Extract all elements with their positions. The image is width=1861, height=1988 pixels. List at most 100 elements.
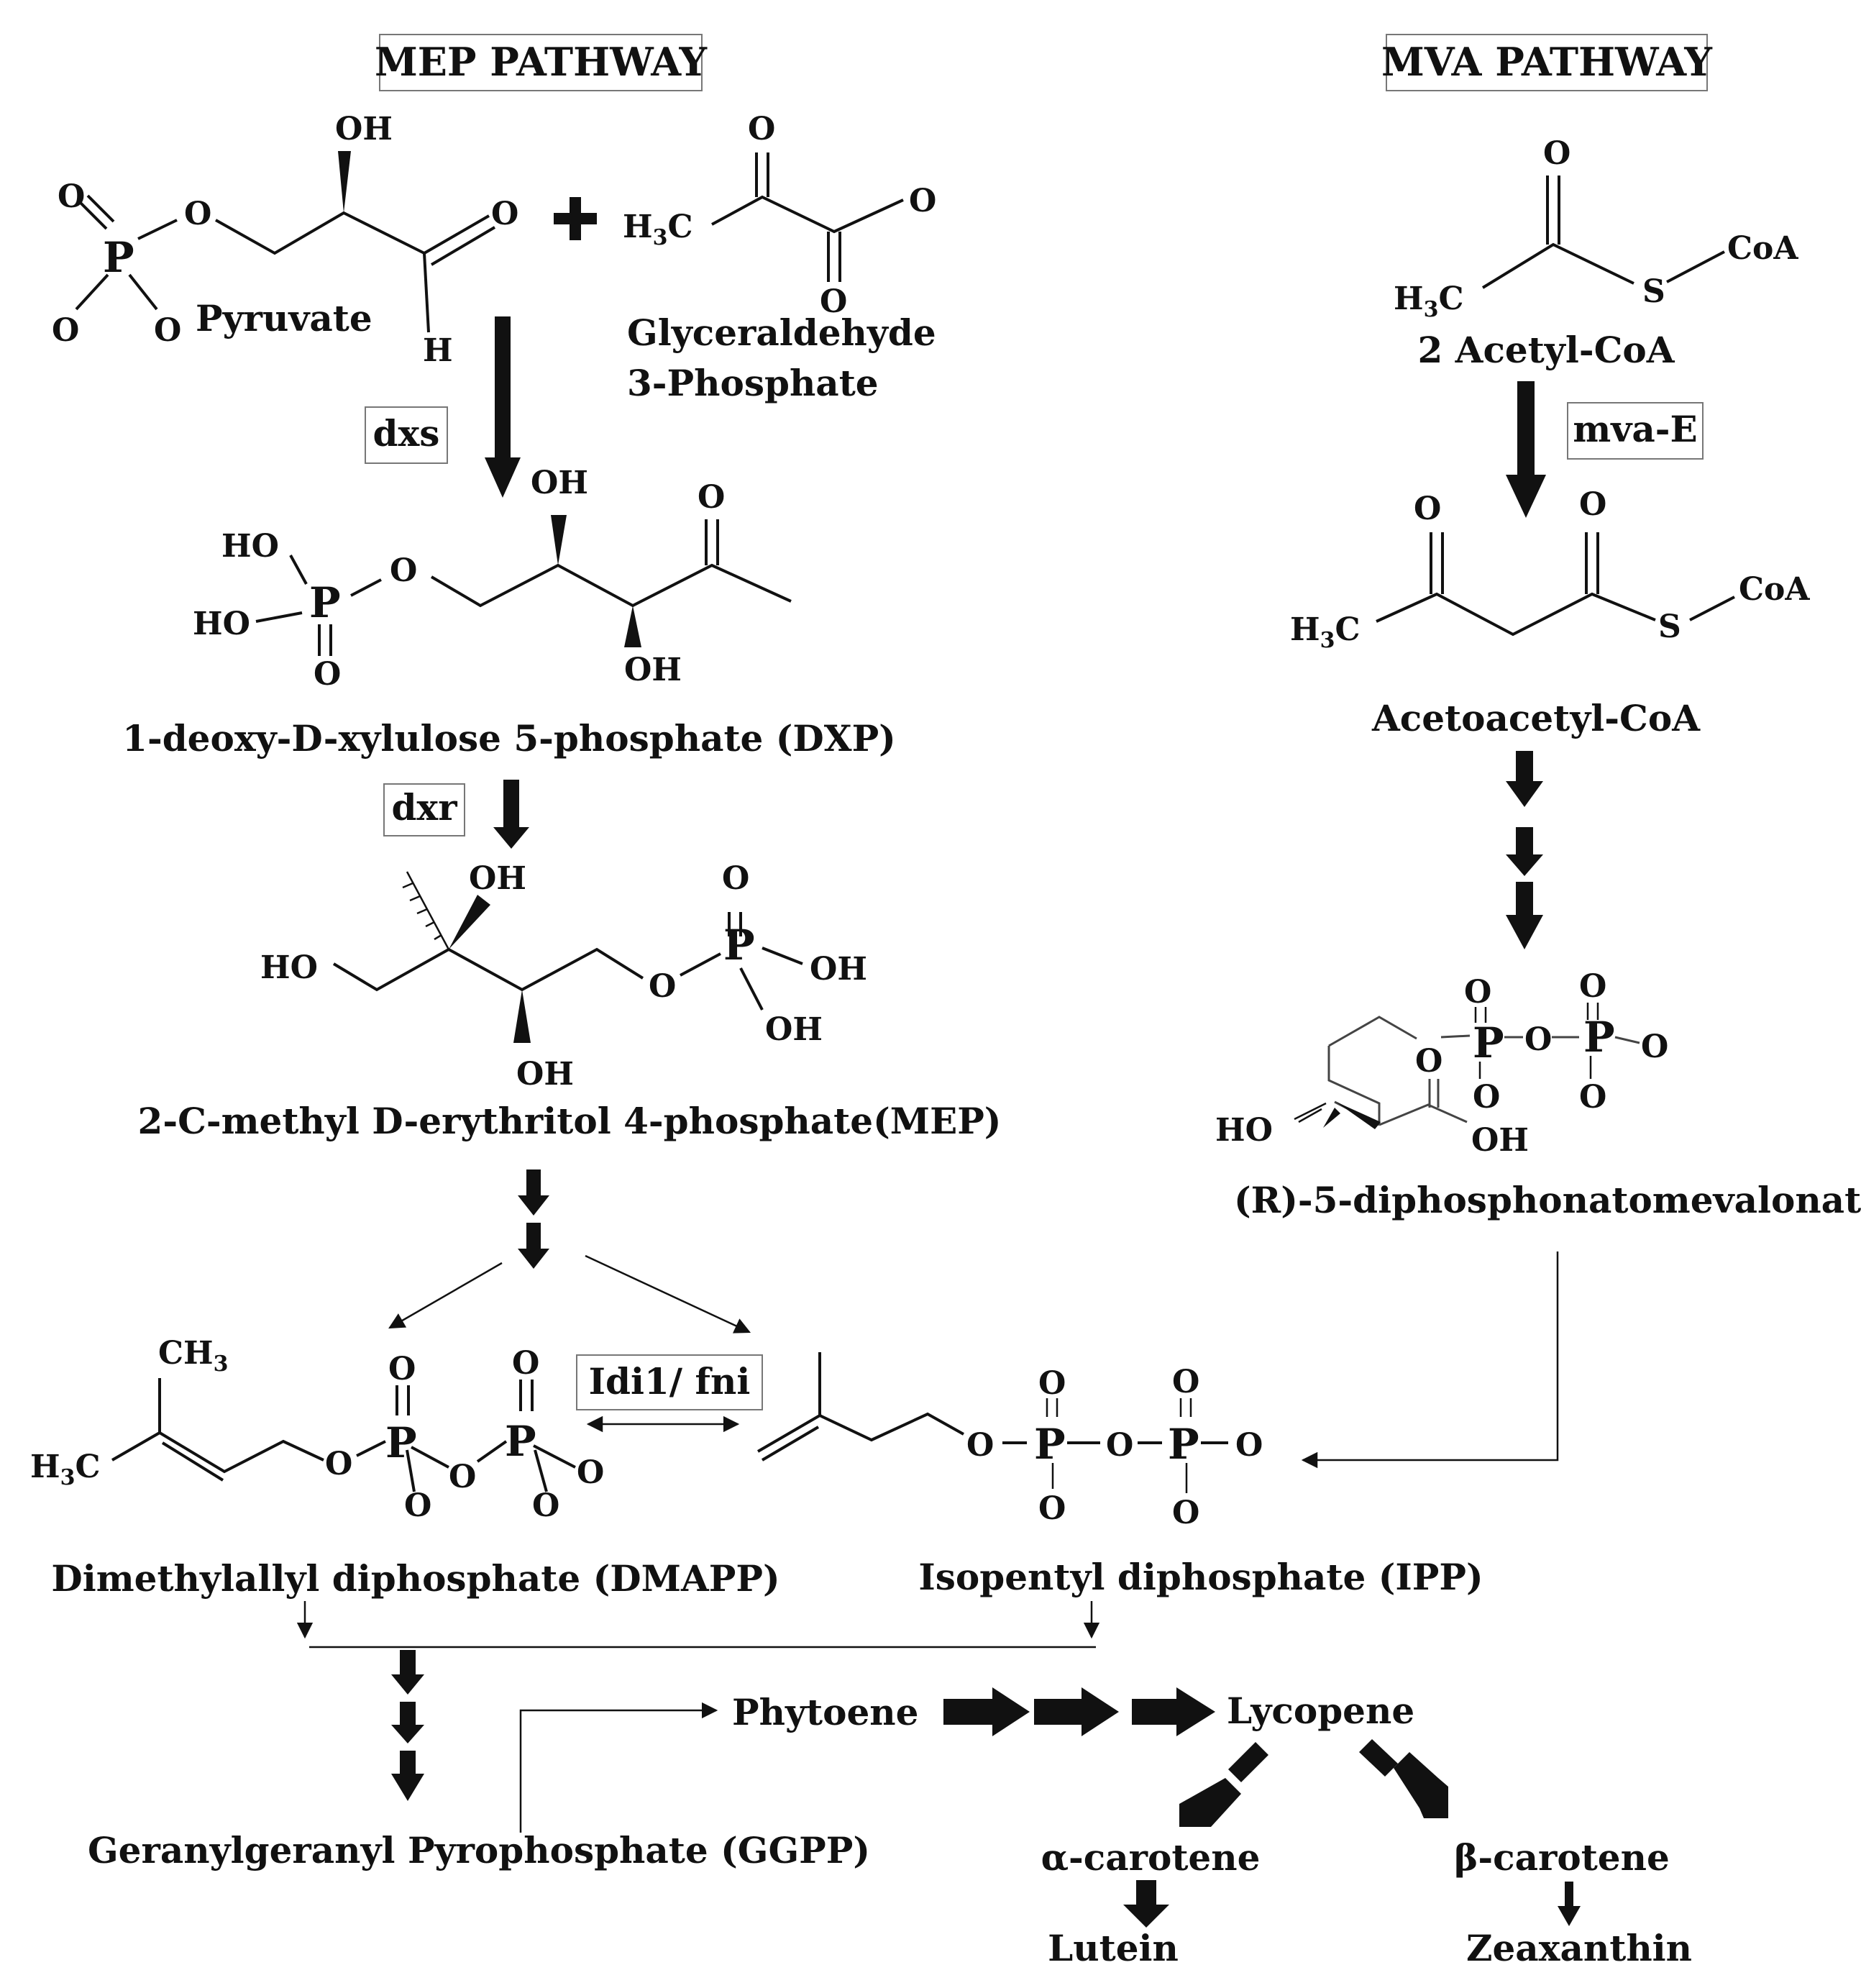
mva-e-text: mva-E	[1573, 408, 1697, 450]
atom-o: O	[1415, 1043, 1442, 1080]
dxs-step-arrow	[485, 316, 521, 498]
ipp-label: Isopentyl diphosphate (IPP)	[918, 1556, 1483, 1598]
dxr-enzyme-label: dxr	[383, 783, 465, 836]
idi1-fni-enzyme-label: Idi1/ fni	[576, 1354, 763, 1410]
atom-o: O	[698, 479, 725, 516]
atom-oh: OH	[516, 1056, 574, 1093]
ggpp-label: Geranylgeranyl Pyrophosphate (GGPP)	[88, 1829, 870, 1871]
atom-o: O	[449, 1459, 476, 1495]
atom-o: O	[58, 178, 85, 215]
atom-o: O	[390, 552, 417, 589]
lutein-label: Lutein	[1048, 1927, 1179, 1969]
atom-o: O	[1464, 974, 1491, 1011]
atom-o: O	[649, 968, 676, 1005]
dmapp-label: Dimethylallyl diphosphate (DMAPP)	[51, 1557, 779, 1600]
acetyl-coa-structure: O H3C S CoA	[1394, 135, 1798, 322]
atom-o: O	[1641, 1029, 1668, 1065]
atom-s: S	[1642, 273, 1665, 310]
atom-s: S	[1658, 608, 1681, 645]
mep-pathway-title: MEP PATHWAY	[375, 34, 708, 91]
mep-label: 2-C-methyl D-erythritol 4-phosphate(MEP)	[138, 1100, 1002, 1142]
atom-o: O	[1524, 1021, 1552, 1058]
mevalonate-diphosphate-structure: HO O OH O P O O O P O O	[1215, 968, 1668, 1159]
atom-h3c: H3C	[1290, 611, 1360, 653]
dxr-step-arrow	[493, 780, 529, 849]
atom-coa: CoA	[1739, 571, 1810, 608]
atom-h: H	[423, 332, 453, 369]
atom-o: O	[154, 312, 181, 349]
atom-h3c: H3C	[623, 209, 692, 250]
acetyl-coa-label: 2 Acetyl-CoA	[1417, 329, 1675, 371]
atom-o: O	[388, 1351, 416, 1387]
phytoene-label: Phytoene	[732, 1691, 918, 1733]
mep-structure: OH HO OH O P OH OH O	[260, 860, 867, 1093]
dmapp-ipp-merge-connector	[296, 1601, 1100, 1649]
mva-e-enzyme-label: mva-E	[1567, 402, 1704, 460]
atom-o: O	[1038, 1490, 1066, 1527]
alpha-carotene-label: α-carotene	[1041, 1836, 1261, 1879]
atom-ho: HO	[260, 949, 318, 986]
mep-pathway-title-text: MEP PATHWAY	[375, 39, 708, 85]
zeaxanthin-label: Zeaxanthin	[1466, 1927, 1692, 1969]
atom-oh: OH	[469, 860, 526, 897]
atom-ho: HO	[1215, 1112, 1273, 1149]
atom-o: O	[1579, 486, 1606, 523]
atom-o: O	[748, 111, 775, 147]
atom-o: O	[512, 1345, 539, 1382]
atom-p: P	[385, 1418, 417, 1467]
mva-e-step-arrow	[1506, 381, 1546, 518]
atom-p: P	[1473, 1018, 1504, 1067]
atom-o: O	[577, 1454, 604, 1491]
atom-o: O	[722, 860, 749, 897]
atom-o: O	[820, 283, 847, 320]
pyruvate-label: Pyruvate	[196, 297, 372, 339]
dxs-text: dxs	[373, 412, 440, 455]
atom-o: O	[1414, 491, 1441, 527]
acetoacetyl-coa-structure: O O H3C S CoA	[1290, 486, 1810, 653]
atom-coa: CoA	[1727, 230, 1798, 267]
mva-pathway-title-text: MVA PATHWAY	[1381, 39, 1713, 85]
atom-p: P	[505, 1417, 536, 1466]
atom-o: O	[532, 1487, 559, 1524]
atom-o: O	[1172, 1495, 1199, 1531]
glyceraldehyde-label-line1: Glyceraldehyde	[627, 311, 936, 354]
mep-to-isoprenoid-arrows	[518, 1169, 549, 1269]
atom-oh: OH	[624, 652, 682, 688]
phytoene-to-lycopene-arrows	[943, 1687, 1215, 1736]
lycopene-to-alpha-carotene-arrows	[1179, 1742, 1268, 1827]
dxp-label: 1-deoxy-D-xylulose 5-phosphate (DXP)	[122, 717, 896, 760]
atom-ch3: CH3	[158, 1335, 228, 1377]
atom-o: O	[1235, 1427, 1263, 1464]
ipp-structure: O O P O O O P O O	[756, 1352, 1263, 1531]
dxs-enzyme-label: dxs	[365, 406, 448, 464]
dxp-structure: HO HO P O O OH OH O	[193, 465, 792, 693]
alpha-carotene-to-lutein-arrow	[1123, 1880, 1169, 1928]
atom-oh: OH	[1471, 1122, 1529, 1159]
atom-o: O	[404, 1487, 431, 1524]
atom-o: O	[491, 196, 518, 232]
plus-icon	[554, 197, 597, 240]
glyceraldehyde-3-phosphate-structure: H3C O O O	[623, 111, 936, 320]
atom-o: O	[52, 312, 79, 349]
atom-o: O	[909, 183, 936, 219]
atom-oh: OH	[765, 1011, 823, 1048]
atom-oh: OH	[335, 111, 393, 147]
atom-o: O	[1172, 1364, 1199, 1400]
atom-oh: OH	[531, 465, 588, 501]
beta-carotene-label: β-carotene	[1454, 1836, 1670, 1879]
lycopene-label: Lycopene	[1227, 1690, 1414, 1732]
atom-p: P	[1168, 1420, 1199, 1469]
atom-o: O	[1579, 1079, 1606, 1116]
atom-o: O	[325, 1446, 352, 1482]
branch-to-ipp-arrow	[585, 1254, 751, 1333]
atom-p: P	[1034, 1420, 1066, 1469]
branch-to-dmapp-arrow	[388, 1262, 503, 1329]
dmapp-structure: CH3 H3C O O P O O O P O O	[30, 1335, 604, 1524]
atom-o: O	[1473, 1079, 1500, 1116]
mevalonate-label: (R)-5-diphosphonatomevalonate	[1234, 1179, 1861, 1221]
idi1-fni-text: Idi1/ fni	[589, 1360, 751, 1403]
dxr-text: dxr	[391, 786, 457, 829]
atom-o: O	[1579, 968, 1606, 1005]
atom-o: O	[184, 196, 211, 232]
